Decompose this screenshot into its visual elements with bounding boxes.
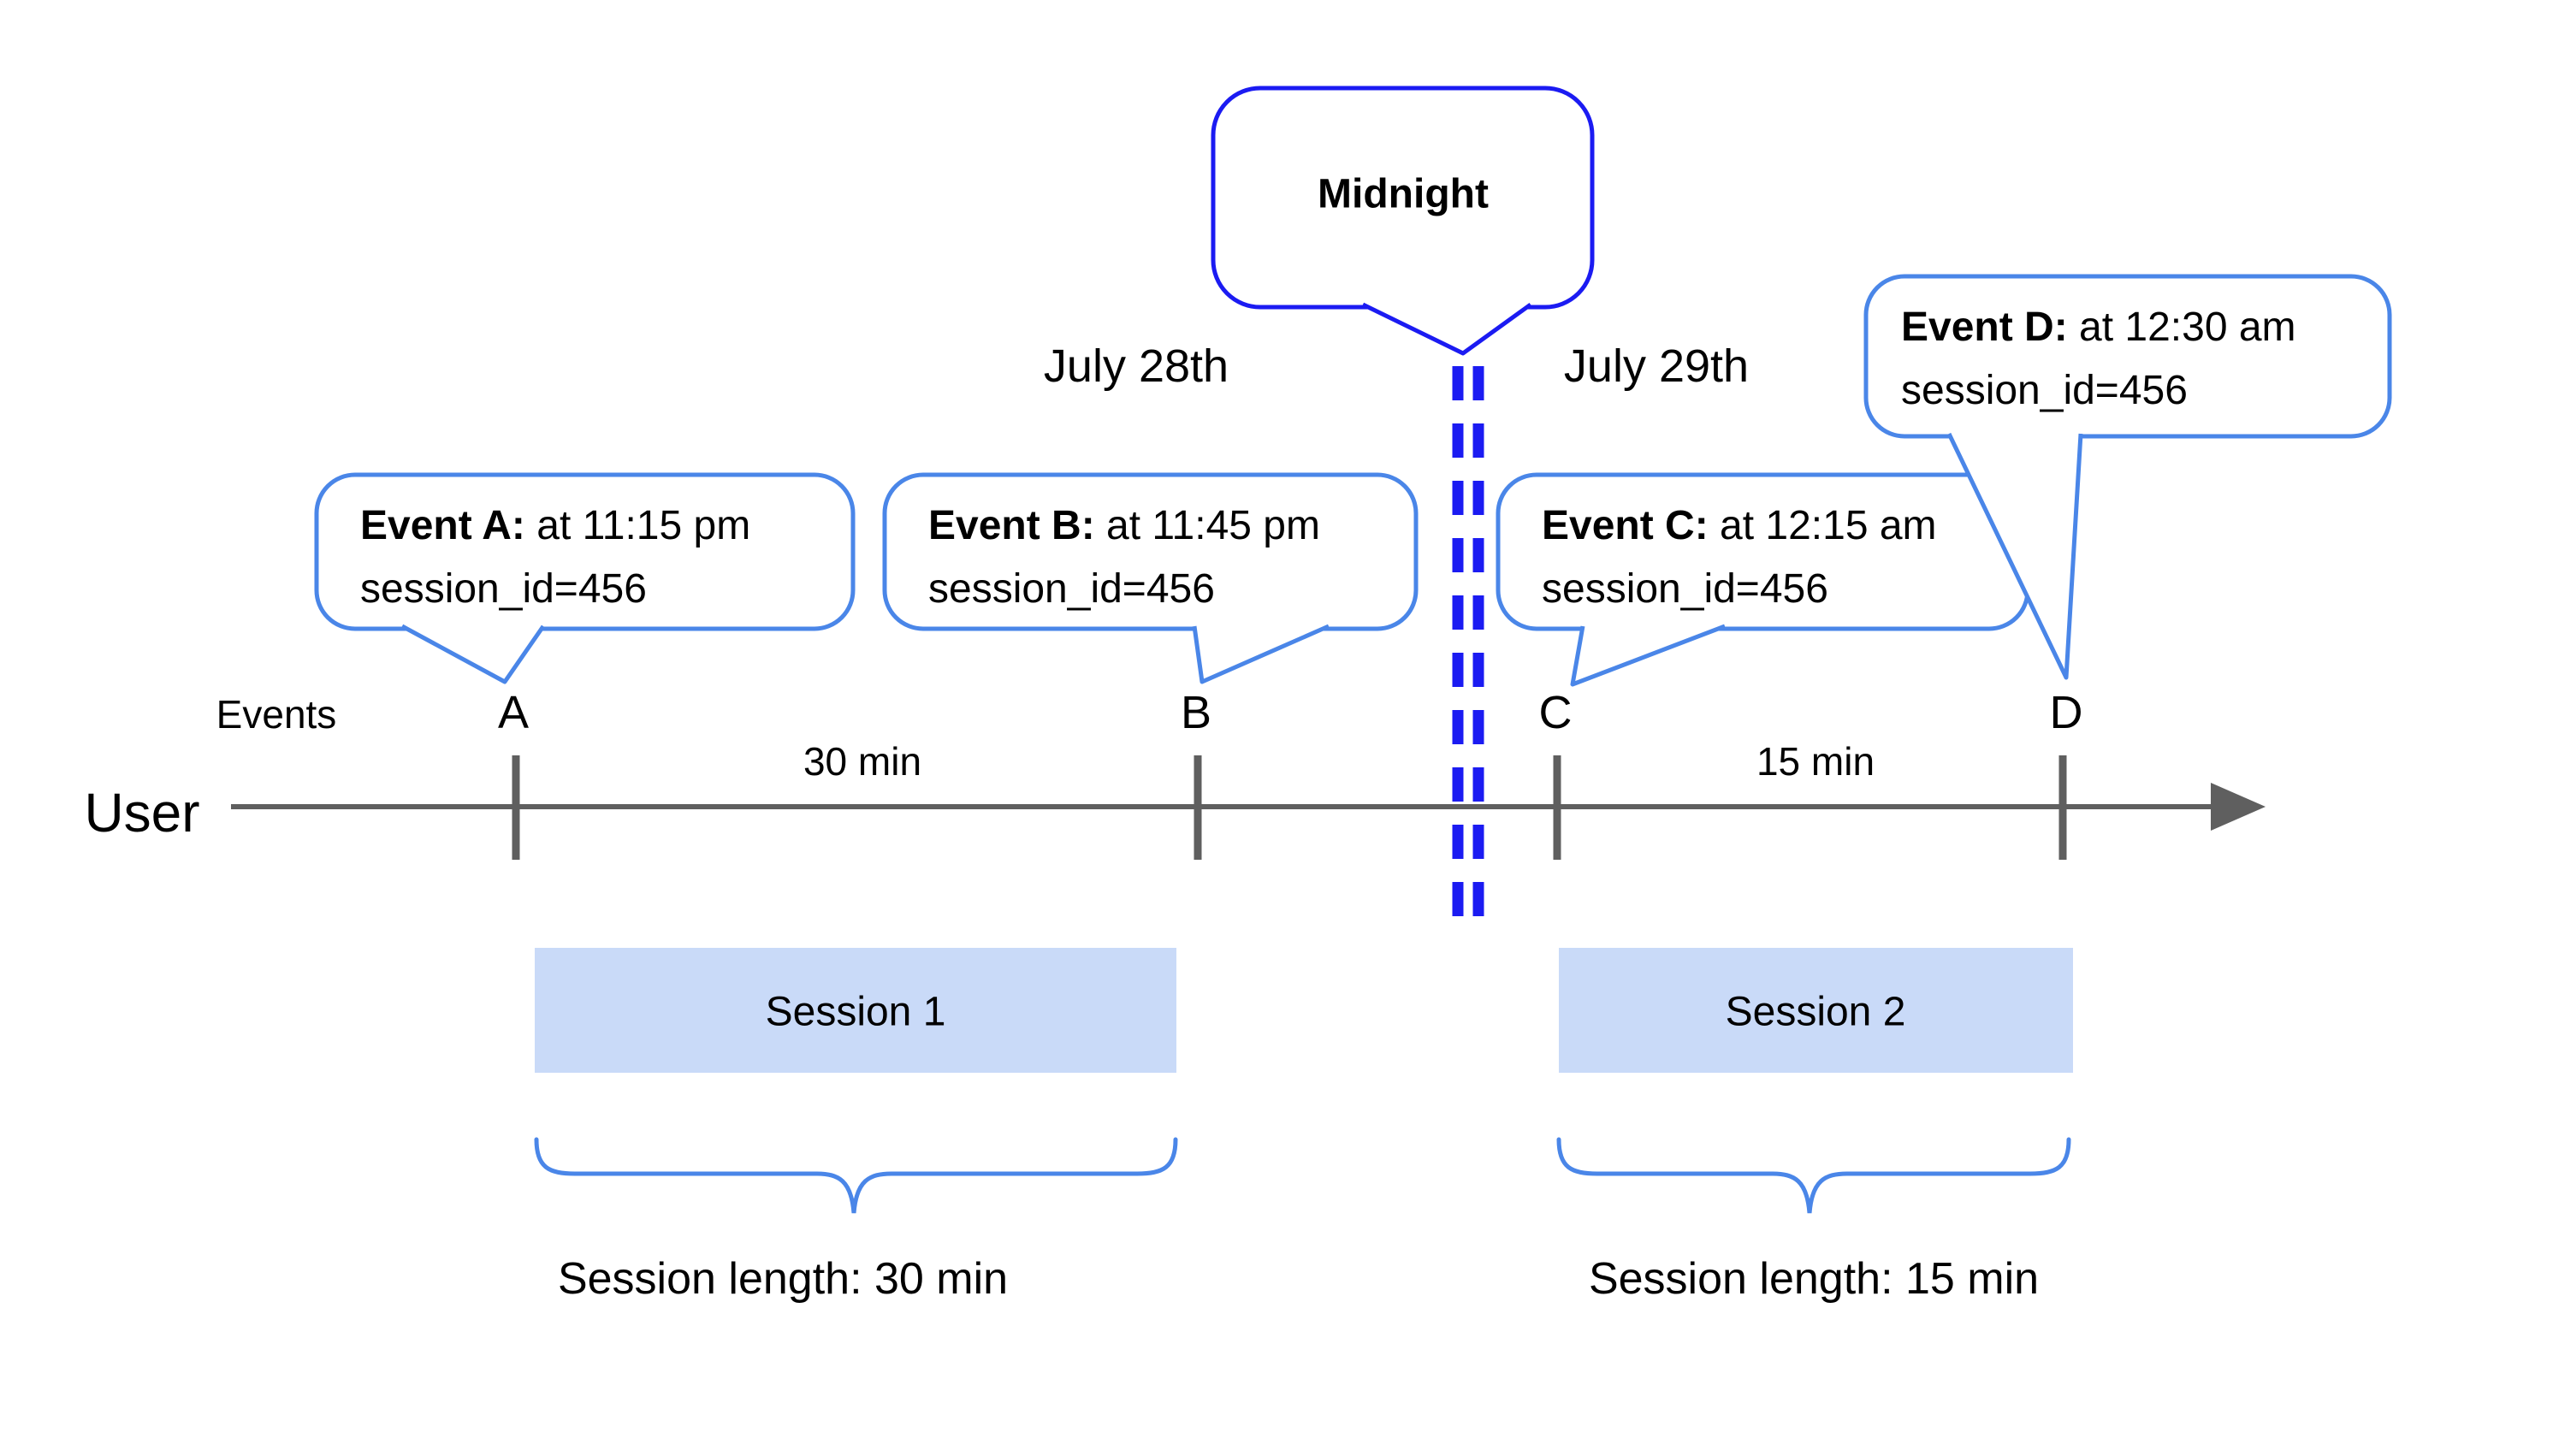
session-2-length-label: Session length: 15 min xyxy=(1588,1254,2040,1304)
session-2-label: Session 2 xyxy=(1725,989,1906,1035)
event-d-callout-text: Event D: at 12:30 am session_id=456 xyxy=(1901,296,2296,423)
event-a-session-id: session_id=456 xyxy=(360,566,647,612)
event-c-session-id: session_id=456 xyxy=(1542,566,1828,612)
session-1-label: Session 1 xyxy=(765,989,946,1035)
event-b-callout-bubble xyxy=(882,472,1419,631)
gap-label-30-min: 30 min xyxy=(803,739,922,784)
session-1-length-label: Session length: 30 min xyxy=(557,1254,1009,1304)
session-2-box xyxy=(1559,948,2073,1073)
event-d-title: Event D: xyxy=(1901,305,2068,350)
event-d-time: at 12:30 am xyxy=(2067,305,2296,350)
event-b-line-1: Event B: at 11:45 pm xyxy=(928,494,1320,558)
tick-label-a: A xyxy=(497,687,530,738)
event-b-callout-text: Event B: at 11:45 pm session_id=456 xyxy=(928,494,1320,621)
event-a-callout-text: Event A: at 11:15 pm session_id=456 xyxy=(360,494,750,621)
event-c-title: Event C: xyxy=(1542,503,1709,548)
event-b-time: at 11:45 pm xyxy=(1094,503,1320,548)
tick-label-d: D xyxy=(2049,687,2083,738)
midnight-label: Midnight xyxy=(1318,171,1489,217)
event-c-time: at 12:15 am xyxy=(1708,503,1937,548)
midnight-callout-tail xyxy=(1361,302,1532,356)
events-axis-label: Events xyxy=(216,692,337,737)
event-b-callout-tail xyxy=(1192,624,1330,684)
event-d-session-id: session_id=456 xyxy=(1901,368,2188,413)
session-1-brace xyxy=(534,1137,1178,1214)
gap-label-15-min: 15 min xyxy=(1756,739,1875,784)
event-d-line-1: Event D: at 12:30 am xyxy=(1901,296,2296,359)
event-a-callout-bubble xyxy=(314,472,856,631)
timeline-arrowhead-icon xyxy=(2211,783,2266,831)
event-b-title: Event B: xyxy=(928,503,1095,548)
event-c-line-1: Event C: at 12:15 am xyxy=(1542,494,1937,558)
event-a-callout-tail xyxy=(400,624,546,684)
tick-label-c: C xyxy=(1538,687,1573,738)
user-lane-label: User xyxy=(84,782,200,843)
event-d-callout-bubble xyxy=(1863,274,2392,439)
event-b-session-id: session_id=456 xyxy=(928,566,1215,612)
event-a-line-1: Event A: at 11:15 pm xyxy=(360,494,750,558)
event-c-callout-text: Event C: at 12:15 am session_id=456 xyxy=(1542,494,1937,621)
session-2-brace xyxy=(1556,1137,2071,1214)
event-a-time: at 11:15 pm xyxy=(524,503,751,548)
event-c-callout-tail xyxy=(1570,624,1726,687)
event-d-callout-tail xyxy=(1946,432,2083,680)
tick-label-b: B xyxy=(1180,687,1212,738)
session-1-box xyxy=(535,948,1176,1073)
event-a-title: Event A: xyxy=(360,503,525,548)
date-label-july-28: July 28th xyxy=(1043,340,1229,392)
date-label-july-29: July 29th xyxy=(1563,340,1750,392)
